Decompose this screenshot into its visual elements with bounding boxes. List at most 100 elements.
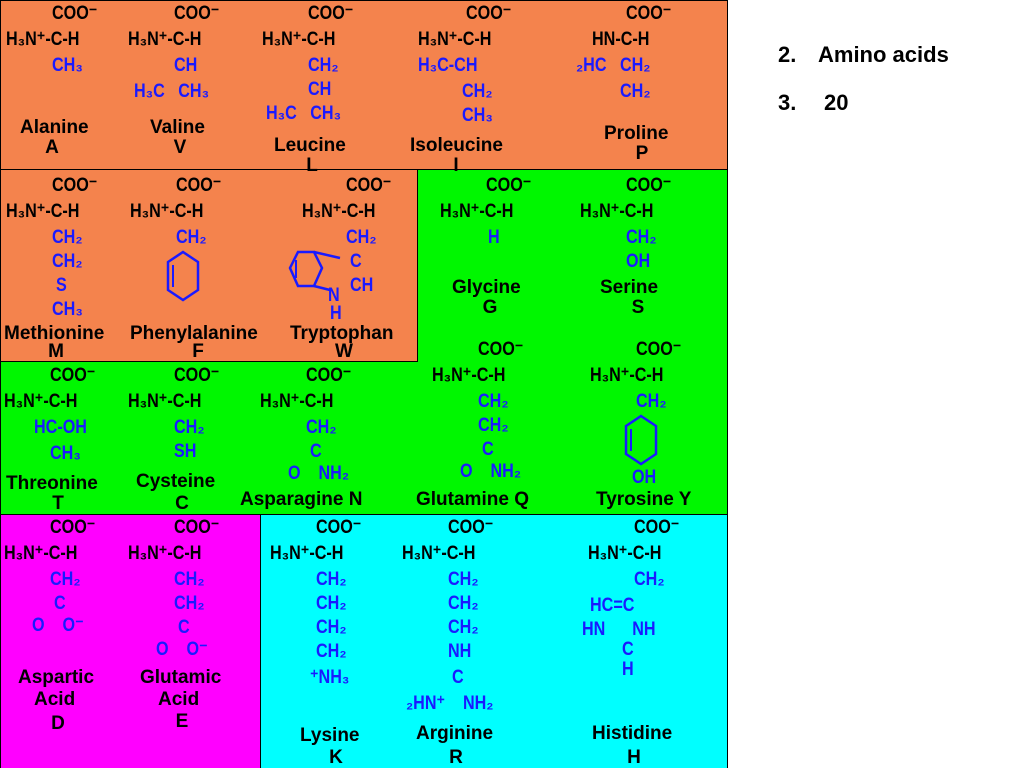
- side-chain: S: [56, 275, 67, 296]
- amino-acid-code: Q: [514, 489, 529, 510]
- side-chain: CH₂: [478, 391, 509, 412]
- carboxyl-group: COO⁻: [50, 517, 96, 538]
- side-chain: H: [330, 303, 342, 324]
- amino-acid-name: Acid: [158, 689, 200, 710]
- side-chain: H₃C-CH: [418, 55, 478, 76]
- side-chain: O NH₂: [288, 463, 350, 484]
- note-text: 20: [824, 90, 849, 115]
- basic-region: [261, 515, 728, 768]
- side-chain: H₃C CH₃: [266, 103, 342, 124]
- amino-acid-name: Arginine: [416, 723, 494, 744]
- amino-acid-name: Tyrosine Y: [596, 490, 691, 509]
- acidic-region: [0, 515, 261, 768]
- amine-group: H₃N⁺-C-H: [4, 391, 78, 412]
- indole-ring-icon: [288, 250, 341, 292]
- side-chain: HC-OH: [34, 417, 87, 438]
- note-number: 2.: [778, 42, 797, 67]
- side-chain: H₃C CH₃: [134, 81, 210, 102]
- amino-acid-code: V: [173, 137, 187, 158]
- amino-acid-code: W: [335, 341, 353, 362]
- benzene-ring-icon: [166, 250, 200, 302]
- amino-acid-name: Methionine: [4, 323, 105, 344]
- amino-acid-code: A: [45, 137, 59, 158]
- carboxyl-group: COO⁻: [626, 175, 672, 196]
- side-chain: CH₂: [346, 227, 377, 248]
- note-number: 3.: [778, 90, 797, 115]
- side-chain: CH₂: [626, 227, 657, 248]
- amine-group: H₃N⁺-C-H: [270, 543, 344, 564]
- amino-acid-code: K: [329, 747, 343, 768]
- amine-group: H₃N⁺-C-H: [418, 29, 492, 50]
- amine-group: HN-C-H: [592, 29, 650, 50]
- carboxyl-group: COO⁻: [636, 339, 682, 360]
- amino-acid-name: Proline: [604, 123, 669, 144]
- side-chain: CH₂: [634, 569, 665, 590]
- side-chain: CH₃: [462, 105, 493, 126]
- carboxyl-group: COO⁻: [486, 175, 532, 196]
- amine-group: H₃N⁺-C-H: [262, 29, 336, 50]
- hydrophobic-region-2: [0, 170, 418, 362]
- amino-acid-code: R: [449, 747, 463, 768]
- side-chain: CH₂: [50, 569, 81, 590]
- carboxyl-group: COO⁻: [52, 175, 98, 196]
- amino-acid-name-text: Asparagine: [240, 489, 344, 510]
- side-chain: CH₂: [448, 593, 479, 614]
- side-chain: ₂HN⁺ NH₂: [406, 693, 494, 714]
- side-chain: NH: [448, 641, 472, 662]
- amino-acid-name: Cysteine: [136, 471, 216, 492]
- amine-group: H₃N⁺-C-H: [302, 201, 376, 222]
- amino-acid-name: Valine: [150, 117, 205, 138]
- amino-acid-code: N: [348, 489, 363, 510]
- amino-acid-code: H: [627, 747, 641, 768]
- side-chain: C: [310, 441, 322, 462]
- side-chain: CH₂: [478, 415, 509, 436]
- side-chain: CH₂: [52, 251, 83, 272]
- side-chain: C: [54, 593, 66, 614]
- amine-group: H₃N⁺-C-H: [402, 543, 476, 564]
- side-chain: C: [482, 439, 494, 460]
- amine-group: H₃N⁺-C-H: [6, 29, 80, 50]
- amino-acid-code: E: [175, 711, 189, 732]
- carboxyl-group: COO⁻: [306, 365, 352, 386]
- amino-acid-code: L: [306, 155, 318, 176]
- side-chain: CH₂: [316, 569, 347, 590]
- side-chain: N: [328, 285, 340, 306]
- carboxyl-group: COO⁻: [448, 517, 494, 538]
- amine-group: H₃N⁺-C-H: [4, 543, 78, 564]
- amine-group: H₃N⁺-C-H: [588, 543, 662, 564]
- amino-acid-name: Phenylalanine: [130, 323, 258, 344]
- side-chain: CH₂: [316, 593, 347, 614]
- side-chain: CH₂: [52, 227, 83, 248]
- side-chain: O O⁻: [156, 639, 208, 660]
- side-chain: CH₂: [462, 81, 493, 102]
- side-chain: CH₂: [174, 593, 205, 614]
- side-chain: ⁺NH₃: [310, 667, 350, 688]
- amino-acid-name-text: Glutamine: [416, 489, 509, 510]
- polar-region: [418, 170, 728, 362]
- amino-acid-code: I: [453, 155, 459, 176]
- amine-group: H₃N⁺-C-H: [440, 201, 514, 222]
- amino-acid-name: Threonine: [6, 473, 98, 494]
- amino-acid-name: Isoleucine: [410, 135, 503, 156]
- carboxyl-group: COO⁻: [478, 339, 524, 360]
- side-chain: CH₂: [636, 391, 667, 412]
- side-chain: HN NH: [582, 619, 656, 640]
- polar-region-2: [0, 362, 728, 515]
- carboxyl-group: COO⁻: [346, 175, 392, 196]
- amino-acid-code: C: [175, 493, 189, 514]
- side-chain: H: [488, 227, 500, 248]
- amine-group: H₃N⁺-C-H: [432, 365, 506, 386]
- side-chain: ₂HC CH₂: [576, 55, 651, 76]
- amine-group: H₃N⁺-C-H: [130, 201, 204, 222]
- amino-acid-code: M: [48, 341, 64, 362]
- side-chain: CH: [174, 55, 198, 76]
- amine-group: H₃N⁺-C-H: [128, 543, 202, 564]
- side-chain: H: [622, 659, 634, 680]
- hydrophobic-region: [0, 0, 728, 170]
- carboxyl-group: COO⁻: [174, 517, 220, 538]
- carboxyl-group: COO⁻: [174, 365, 220, 386]
- amino-acid-name: Glycine: [452, 277, 521, 298]
- amino-acid-name: Histidine: [592, 723, 673, 744]
- side-chain: CH₃: [50, 443, 81, 464]
- side-chain: CH₂: [176, 227, 207, 248]
